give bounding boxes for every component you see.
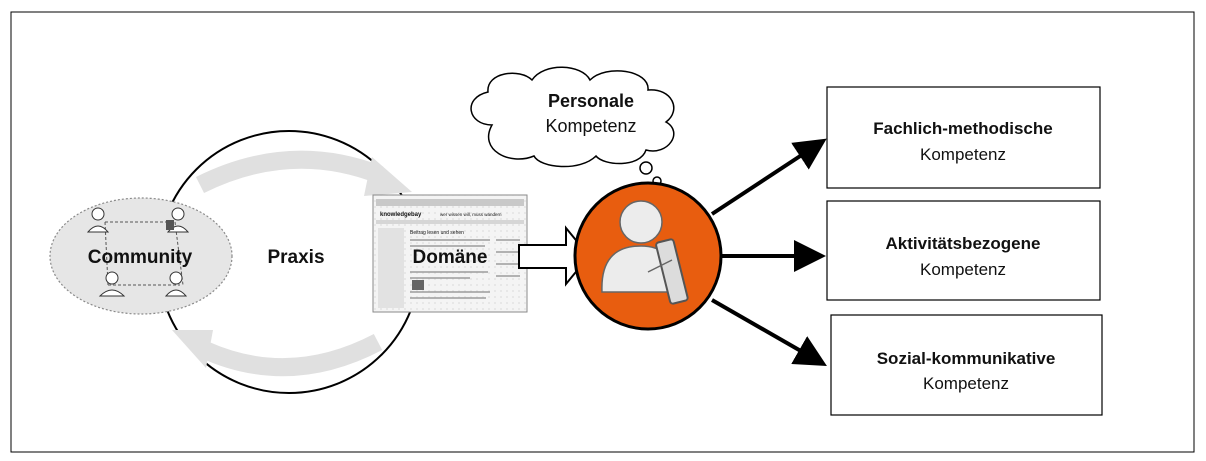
community-group: Community [49, 197, 233, 315]
competency-title: Aktivitätsbezogene [886, 234, 1041, 253]
circular-arrows-icon [172, 150, 412, 377]
site-slogan: wer wissen will, muss wandern [440, 212, 502, 217]
competency-subtitle: Kompetenz [920, 145, 1006, 164]
competency-title: Sozial-kommunikative [877, 349, 1056, 368]
competency-box-sozial: Sozial-kommunikative Kompetenz [830, 314, 1103, 416]
thought-cloud: Personale Kompetenz [470, 66, 675, 195]
competency-subtitle: Kompetenz [923, 374, 1009, 393]
competency-subtitle: Kompetenz [920, 260, 1006, 279]
laptop-user-icon [86, 207, 110, 233]
laptop-user-icon [166, 207, 190, 233]
competency-title: Fachlich-methodische [873, 119, 1052, 138]
article-heading: Beitrag lesen und sehen [410, 230, 464, 236]
personale-line1: Personale [548, 91, 634, 111]
arrow-to-sozial [711, 298, 827, 366]
site-logo: knowledgebay [380, 212, 422, 218]
praxis-label: Praxis [267, 247, 324, 268]
competency-box-aktivitaet: Aktivitätsbezogene Kompetenz [826, 200, 1101, 301]
arrow-to-fachlich [710, 138, 827, 216]
person-with-tablet-icon [601, 200, 689, 305]
community-label: Community [88, 247, 193, 268]
domaene-label: Domäne [413, 247, 488, 268]
competency-box-fachlich: Fachlich-methodische Kompetenz [826, 86, 1101, 189]
laptop-user-icon [98, 271, 126, 297]
laptop-user-icon [164, 271, 188, 297]
personale-line2: Kompetenz [545, 116, 636, 136]
domain-webpage-thumbnail: knowledgebay wer wissen will, muss wande… [372, 194, 528, 313]
